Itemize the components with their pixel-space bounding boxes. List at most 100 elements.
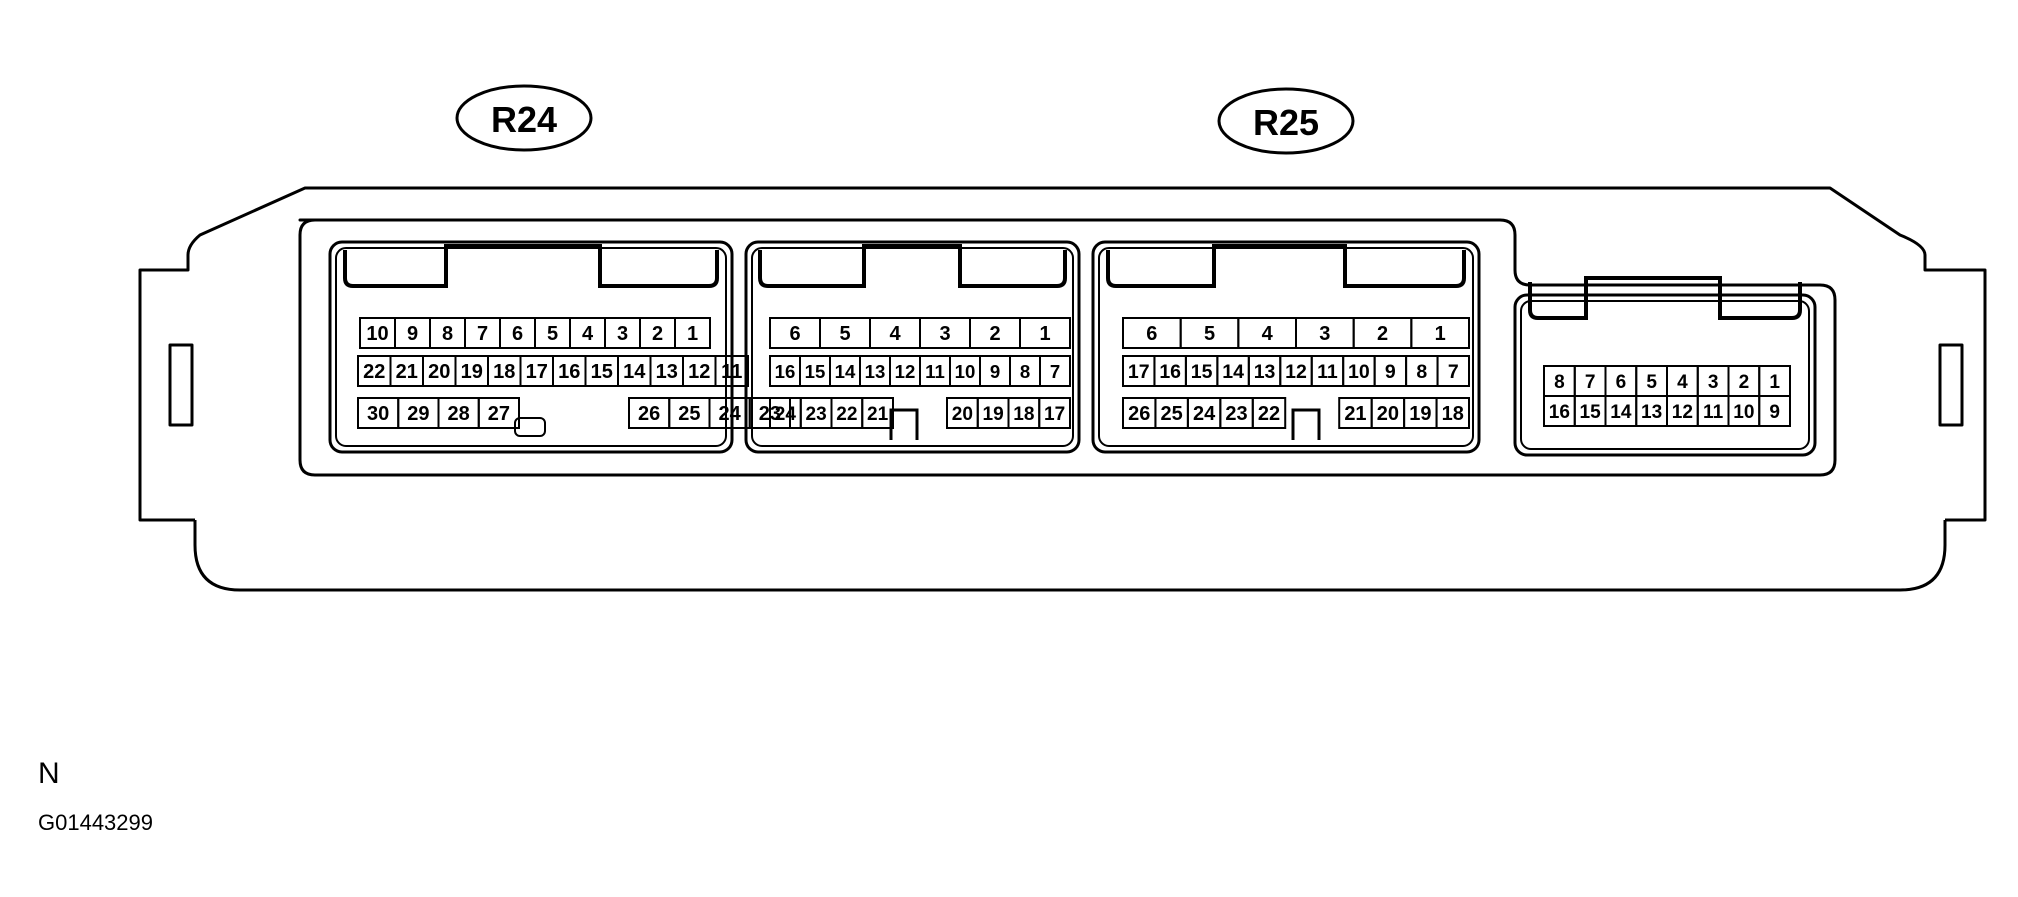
pin-number: 15 [591,361,613,383]
r25-callout-oval [1217,87,1355,155]
pin-number: 3 [1319,323,1330,345]
connector-lock-key [758,244,1067,288]
pin-number: 18 [1442,403,1464,425]
pin-number: 4 [582,323,594,345]
pin-number: 9 [1769,402,1780,423]
connector-lock-key [1528,276,1802,320]
pin-number: 4 [1677,372,1688,393]
pin-number: 5 [1646,372,1657,393]
pin-number: 2 [1739,372,1750,393]
pin-number: 2 [652,323,663,345]
pin-number: 16 [775,361,796,382]
pin-cell [1410,317,1471,349]
pin-number: 22 [836,404,857,425]
pin-number: 16 [558,361,580,383]
connector-lock-key [343,244,719,288]
ecu-housing [138,186,1987,592]
pin-number: 25 [678,403,700,425]
pin-number: 25 [1161,403,1183,425]
pin-number: 3 [617,323,628,345]
pin-number: 6 [1616,372,1627,393]
pin-cell [1251,397,1287,429]
connector-latch-slot [514,417,546,437]
pin-cell [861,397,894,429]
pin-number: 15 [1191,361,1213,383]
note-letter: N [38,757,60,790]
pin-number: 24 [775,404,797,425]
pin-number: 6 [1146,323,1157,345]
pin-cell [1758,395,1791,427]
pin-number: 19 [983,404,1004,425]
pin-cell [1435,397,1470,429]
pin-number: 22 [1258,403,1280,425]
pin-number: 23 [806,404,827,425]
pin-number: 1 [1039,323,1050,345]
pin-number: 15 [1580,402,1602,423]
pin-number: 9 [407,323,418,345]
connector-frame [1513,293,1817,457]
pin-number: 1 [687,323,698,345]
figure-id: G01443299 [38,810,153,835]
pin-number: 6 [789,323,800,345]
pin-number: 24 [1193,403,1216,425]
pin-number: 18 [493,361,515,383]
connector-frame [1091,240,1481,454]
pin-number: 19 [461,361,483,383]
pin-number: 20 [428,361,450,383]
pin-number: 17 [526,361,548,383]
pin-number: 10 [955,361,976,382]
pin-number: 12 [1672,402,1693,423]
r24-label: R24 [491,99,557,140]
pin-number: 21 [396,361,418,383]
pin-number: 16 [1549,402,1570,423]
connector-frame [328,240,734,454]
pin-number: 18 [1013,404,1034,425]
pin-number: 10 [1733,402,1754,423]
pin-number: 5 [547,323,558,345]
pin-number: 24 [719,403,742,425]
r24-callout-oval [455,84,593,152]
pin-number: 5 [839,323,850,345]
pin-cell [477,397,520,429]
pin-number: 12 [1285,361,1307,383]
pin-number: 1 [1769,372,1780,393]
pin-number: 8 [1020,361,1030,382]
connector-notch [1291,408,1321,440]
pin-number: 26 [1128,403,1150,425]
pin-cell [1019,317,1071,349]
pin-number: 26 [638,403,660,425]
pin-number: 21 [867,404,889,425]
pin-number: 11 [1703,402,1724,423]
pin-number: 13 [656,361,678,383]
pin-number: 13 [1641,402,1662,423]
pin-number: 12 [895,361,916,382]
pin-number: 8 [442,323,453,345]
pin-number: 7 [1448,361,1459,383]
pin-number: 1 [1435,323,1446,345]
connector-notch [889,408,919,440]
pin-number: 9 [990,361,1000,382]
pin-number: 2 [1377,323,1388,345]
pin-number: 14 [835,361,856,382]
pin-number: 4 [1262,323,1274,345]
pin-cell [1039,355,1071,387]
pin-number: 13 [1254,361,1276,383]
connector-inner-frame [1520,300,1810,450]
pin-number: 12 [688,361,710,383]
connector-lock-key [1106,244,1466,288]
pin-number: 4 [889,323,901,345]
pin-number: 29 [407,403,429,425]
pin-number: 5 [1204,323,1215,345]
pin-cell [714,355,749,387]
pin-number: 27 [488,403,510,425]
pin-number: 6 [512,323,523,345]
connector-frame [744,240,1081,454]
pin-number: 11 [925,361,945,382]
pin-number: 2 [989,323,1000,345]
pin-number: 3 [939,323,950,345]
